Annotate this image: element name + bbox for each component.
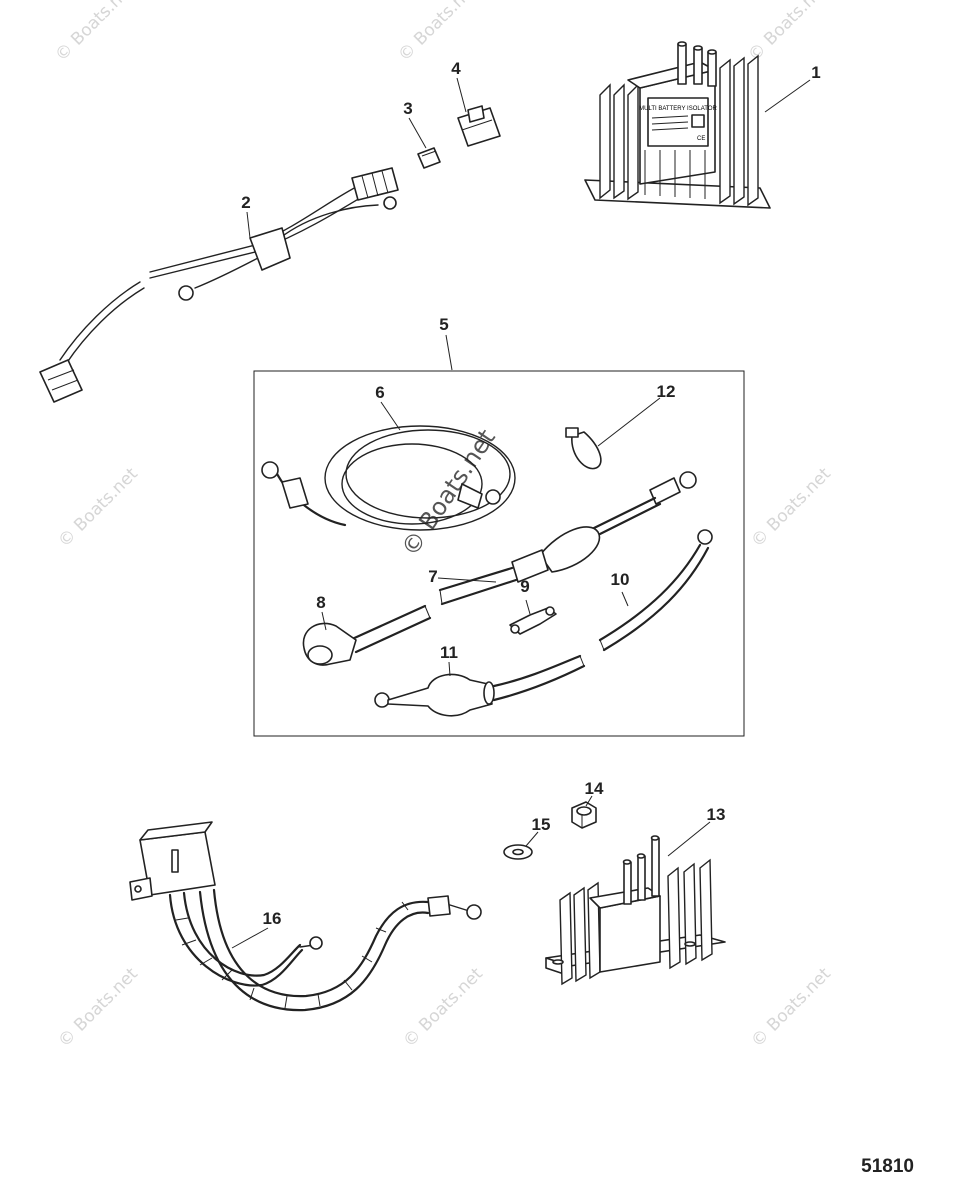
callout-12[interactable]: 12 [657, 382, 676, 401]
callout-3[interactable]: 3 [403, 99, 412, 118]
watermark: © Boats.net [54, 464, 142, 552]
watermark: © Boats.net [747, 964, 835, 1052]
leader-11 [448, 661, 451, 677]
callout-16[interactable]: 16 [263, 909, 282, 928]
callout-5[interactable]: 5 [439, 315, 448, 334]
battery-isolator-large[interactable]: MULTI BATTERY ISOLATOR CE [584, 41, 771, 209]
isolator-label-title: MULTI BATTERY ISOLATOR [639, 106, 717, 112]
relay-cable-assembly[interactable] [129, 821, 482, 1012]
callout-10[interactable]: 10 [611, 570, 630, 589]
leader-15 [525, 831, 539, 847]
watermark: © Boats.net [747, 464, 835, 552]
battery-isolator-small[interactable] [545, 835, 726, 986]
leader-3 [408, 117, 427, 149]
watermark: © Boats.net [51, 0, 139, 66]
leader-7 [437, 577, 497, 583]
ground-strap[interactable] [598, 529, 713, 652]
coiled-cable[interactable] [261, 425, 516, 531]
isolator-label-ce: CE [697, 136, 705, 142]
leader-14 [585, 795, 593, 807]
callout-14[interactable]: 14 [585, 779, 604, 798]
watermark: © Boats.net [54, 964, 142, 1052]
leader-1 [764, 79, 811, 113]
washer[interactable] [503, 844, 533, 860]
callout-1[interactable]: 1 [811, 63, 820, 82]
fuse[interactable] [417, 147, 441, 169]
callout-8[interactable]: 8 [316, 593, 325, 612]
callout-15[interactable]: 15 [532, 815, 551, 834]
leader-16 [231, 927, 269, 949]
leader-10 [621, 591, 629, 607]
cable-kit-box [253, 370, 745, 737]
leader-2 [246, 211, 251, 239]
watermarks: © Boats.net © Boats.net © Boats.net © Bo… [51, 0, 835, 1052]
watermark: © Boats.net [394, 0, 482, 66]
cable-tie[interactable] [565, 427, 602, 470]
battery-terminal-cable[interactable] [302, 604, 432, 666]
lock-nut[interactable] [571, 801, 597, 829]
figure-number: 51810 [861, 1156, 914, 1177]
callout-2[interactable]: 2 [241, 193, 250, 212]
watermark-center: © Boats.net [396, 424, 501, 561]
callout-7[interactable]: 7 [428, 567, 437, 586]
fused-cable[interactable] [438, 471, 697, 606]
leader-8 [321, 611, 327, 631]
leader-12 [597, 397, 661, 447]
callout-6[interactable]: 6 [375, 383, 384, 402]
watermark: © Boats.net [399, 964, 487, 1052]
callout-11[interactable]: 11 [440, 643, 458, 662]
leader-6 [380, 401, 401, 431]
leader-4 [456, 77, 467, 113]
splice-connector[interactable] [509, 606, 557, 635]
callout-13[interactable]: 13 [707, 805, 726, 824]
wiring-harness[interactable] [39, 167, 399, 403]
booted-cable[interactable] [374, 654, 586, 717]
fuse-holder[interactable] [457, 105, 501, 147]
callout-4[interactable]: 4 [451, 59, 461, 78]
leader-13 [667, 821, 711, 857]
leader-5 [445, 334, 453, 371]
callout-9[interactable]: 9 [520, 577, 529, 596]
leader-9 [525, 599, 531, 615]
